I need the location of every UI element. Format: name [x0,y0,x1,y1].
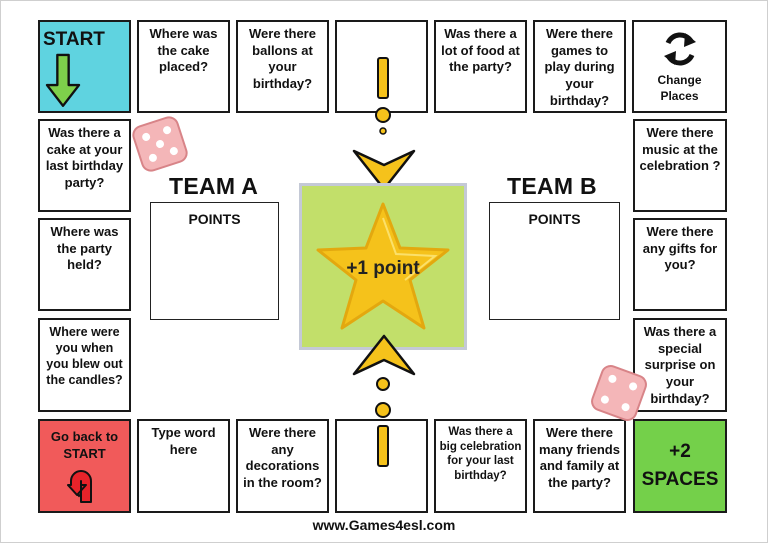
right-space-1[interactable]: Were there music at the celebration ? [633,119,727,212]
right-space-3[interactable]: Was there a special surprise on your bir… [633,318,727,412]
team-a-name: TEAM A [169,173,259,199]
dice-icon [132,116,188,172]
bottom-space-2[interactable]: Were there any decorations in the room? [236,419,329,513]
bottom-path-decoration [375,377,391,467]
team-a-points-box[interactable]: POINTS [150,202,279,320]
go-back-space[interactable]: Go back to START [38,419,131,513]
team-b-points-label: POINTS [528,211,581,227]
start-label: START [43,29,105,50]
refresh-icon [663,32,696,66]
right-space-2[interactable]: Were there any gifts for you? [633,218,727,311]
top-space-1[interactable]: Where was the cake placed? [137,20,230,113]
dice-icon [591,365,647,421]
left-space-3[interactable]: Where were you when you blew out the can… [38,318,131,412]
top-space-4[interactable]: Was there a lot of food at the party? [434,20,527,113]
bottom-space-4[interactable]: Was there a big celebration for your las… [434,419,527,513]
left-space-2[interactable]: Where was the party held? [38,218,131,311]
bottom-space-1[interactable]: Type word here [137,419,230,513]
start-space[interactable]: START [38,20,131,113]
bottom-space-5[interactable]: Were there many friends and family at th… [533,419,626,513]
top-space-2[interactable]: Were there ballons at your birthday? [236,20,329,113]
chevron-arrow-icon [352,334,416,376]
footer-website: www.Games4esl.com [312,517,456,533]
top-path-decoration [375,57,391,135]
chevron-arrow-icon [352,149,416,191]
top-space-5[interactable]: Were there games to play during your bir… [533,20,626,113]
team-b-name: TEAM B [507,173,597,199]
plus-two-space[interactable]: +2 SPACES [633,419,727,513]
change-places-space[interactable]: Change Places [632,20,727,113]
star-icon [316,202,450,330]
arrow-down-icon [45,54,81,108]
team-b-points-box[interactable]: POINTS [489,202,620,320]
u-turn-arrow-icon [66,470,92,504]
change-places-label: Change Places [657,73,702,103]
center-label: +1 point [346,258,420,279]
left-space-1[interactable]: Was there a cake at your last birthday p… [38,119,131,212]
team-a-points-label: POINTS [188,211,241,227]
go-back-label: Go back to START [50,428,119,461]
